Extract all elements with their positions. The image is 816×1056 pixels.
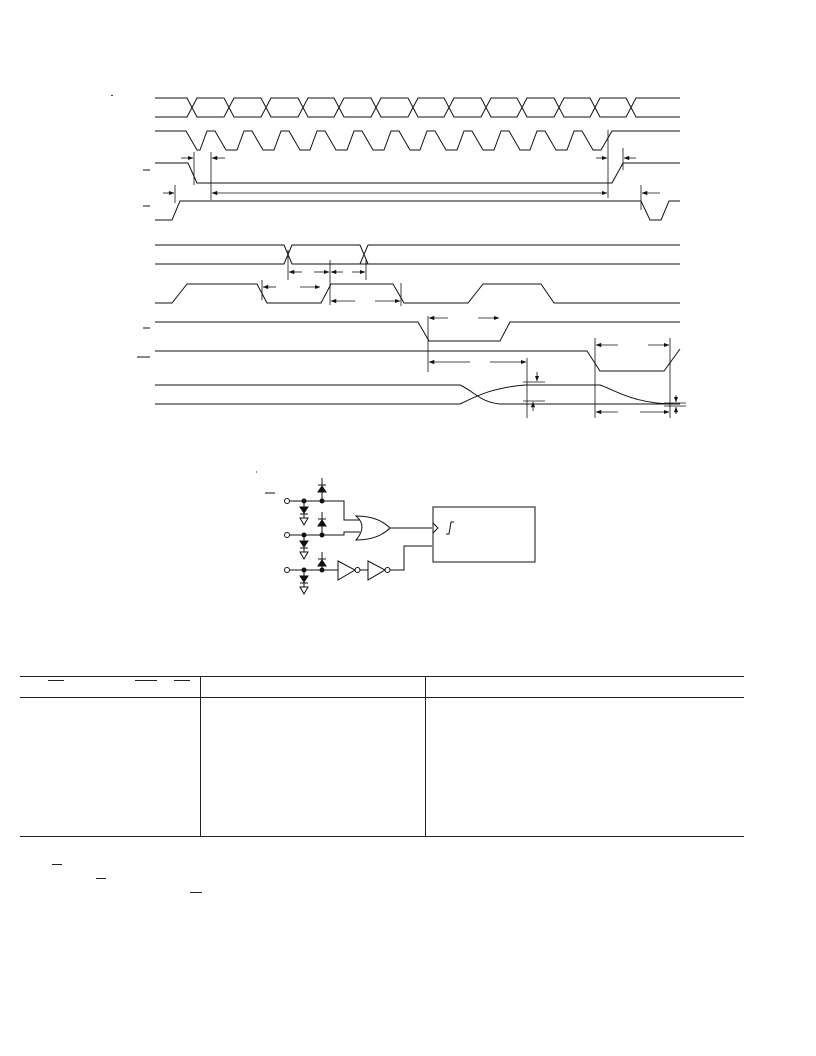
- data-bus-waveform: [155, 97, 680, 118]
- output-pair-waveform: [155, 384, 681, 405]
- timing-arrows: [163, 155, 686, 415]
- clock-input-marker: [432, 522, 439, 534]
- header-overbar-2: [135, 680, 157, 681]
- input-3-terminal: [284, 567, 290, 573]
- data-bus-trace: [155, 97, 680, 118]
- edge-triggered-block: [432, 506, 536, 563]
- select-1-waveform: [143, 162, 680, 184]
- clock-waveform: [155, 130, 680, 151]
- select-2-waveform: [143, 200, 680, 221]
- timing-guides: [174, 130, 671, 418]
- note-overbar-1: [52, 864, 62, 865]
- junction-dots: [301, 498, 325, 573]
- strobe-waveform: [155, 283, 680, 304]
- inverter-1: [337, 560, 357, 581]
- inverter-2: [367, 560, 387, 581]
- table-column-divider-2: [425, 676, 426, 836]
- protection-diodes-lower: [299, 501, 309, 596]
- timing-diagram: [137, 97, 686, 418]
- table-bottom-rule: [20, 836, 744, 837]
- table-top-rule: [20, 676, 744, 677]
- table-header-rule: [20, 697, 744, 698]
- control-1-waveform: [143, 321, 680, 342]
- or-gate: [354, 515, 391, 541]
- edge-symbol: [446, 521, 454, 535]
- interface-schematic: [256, 471, 536, 596]
- table-column-divider-1: [200, 676, 201, 836]
- header-overbar-3: [174, 680, 190, 681]
- note-overbar-3: [190, 892, 202, 893]
- header-overbar-1: [48, 680, 64, 681]
- note-overbar-2: [96, 878, 106, 879]
- input-1-terminal: [284, 498, 290, 504]
- clock-trace: [155, 130, 680, 151]
- stray-mark: [111, 95, 113, 96]
- protection-diodes-upper: [317, 478, 327, 570]
- input-2-terminal: [284, 532, 290, 538]
- control-2-waveform: [137, 348, 681, 372]
